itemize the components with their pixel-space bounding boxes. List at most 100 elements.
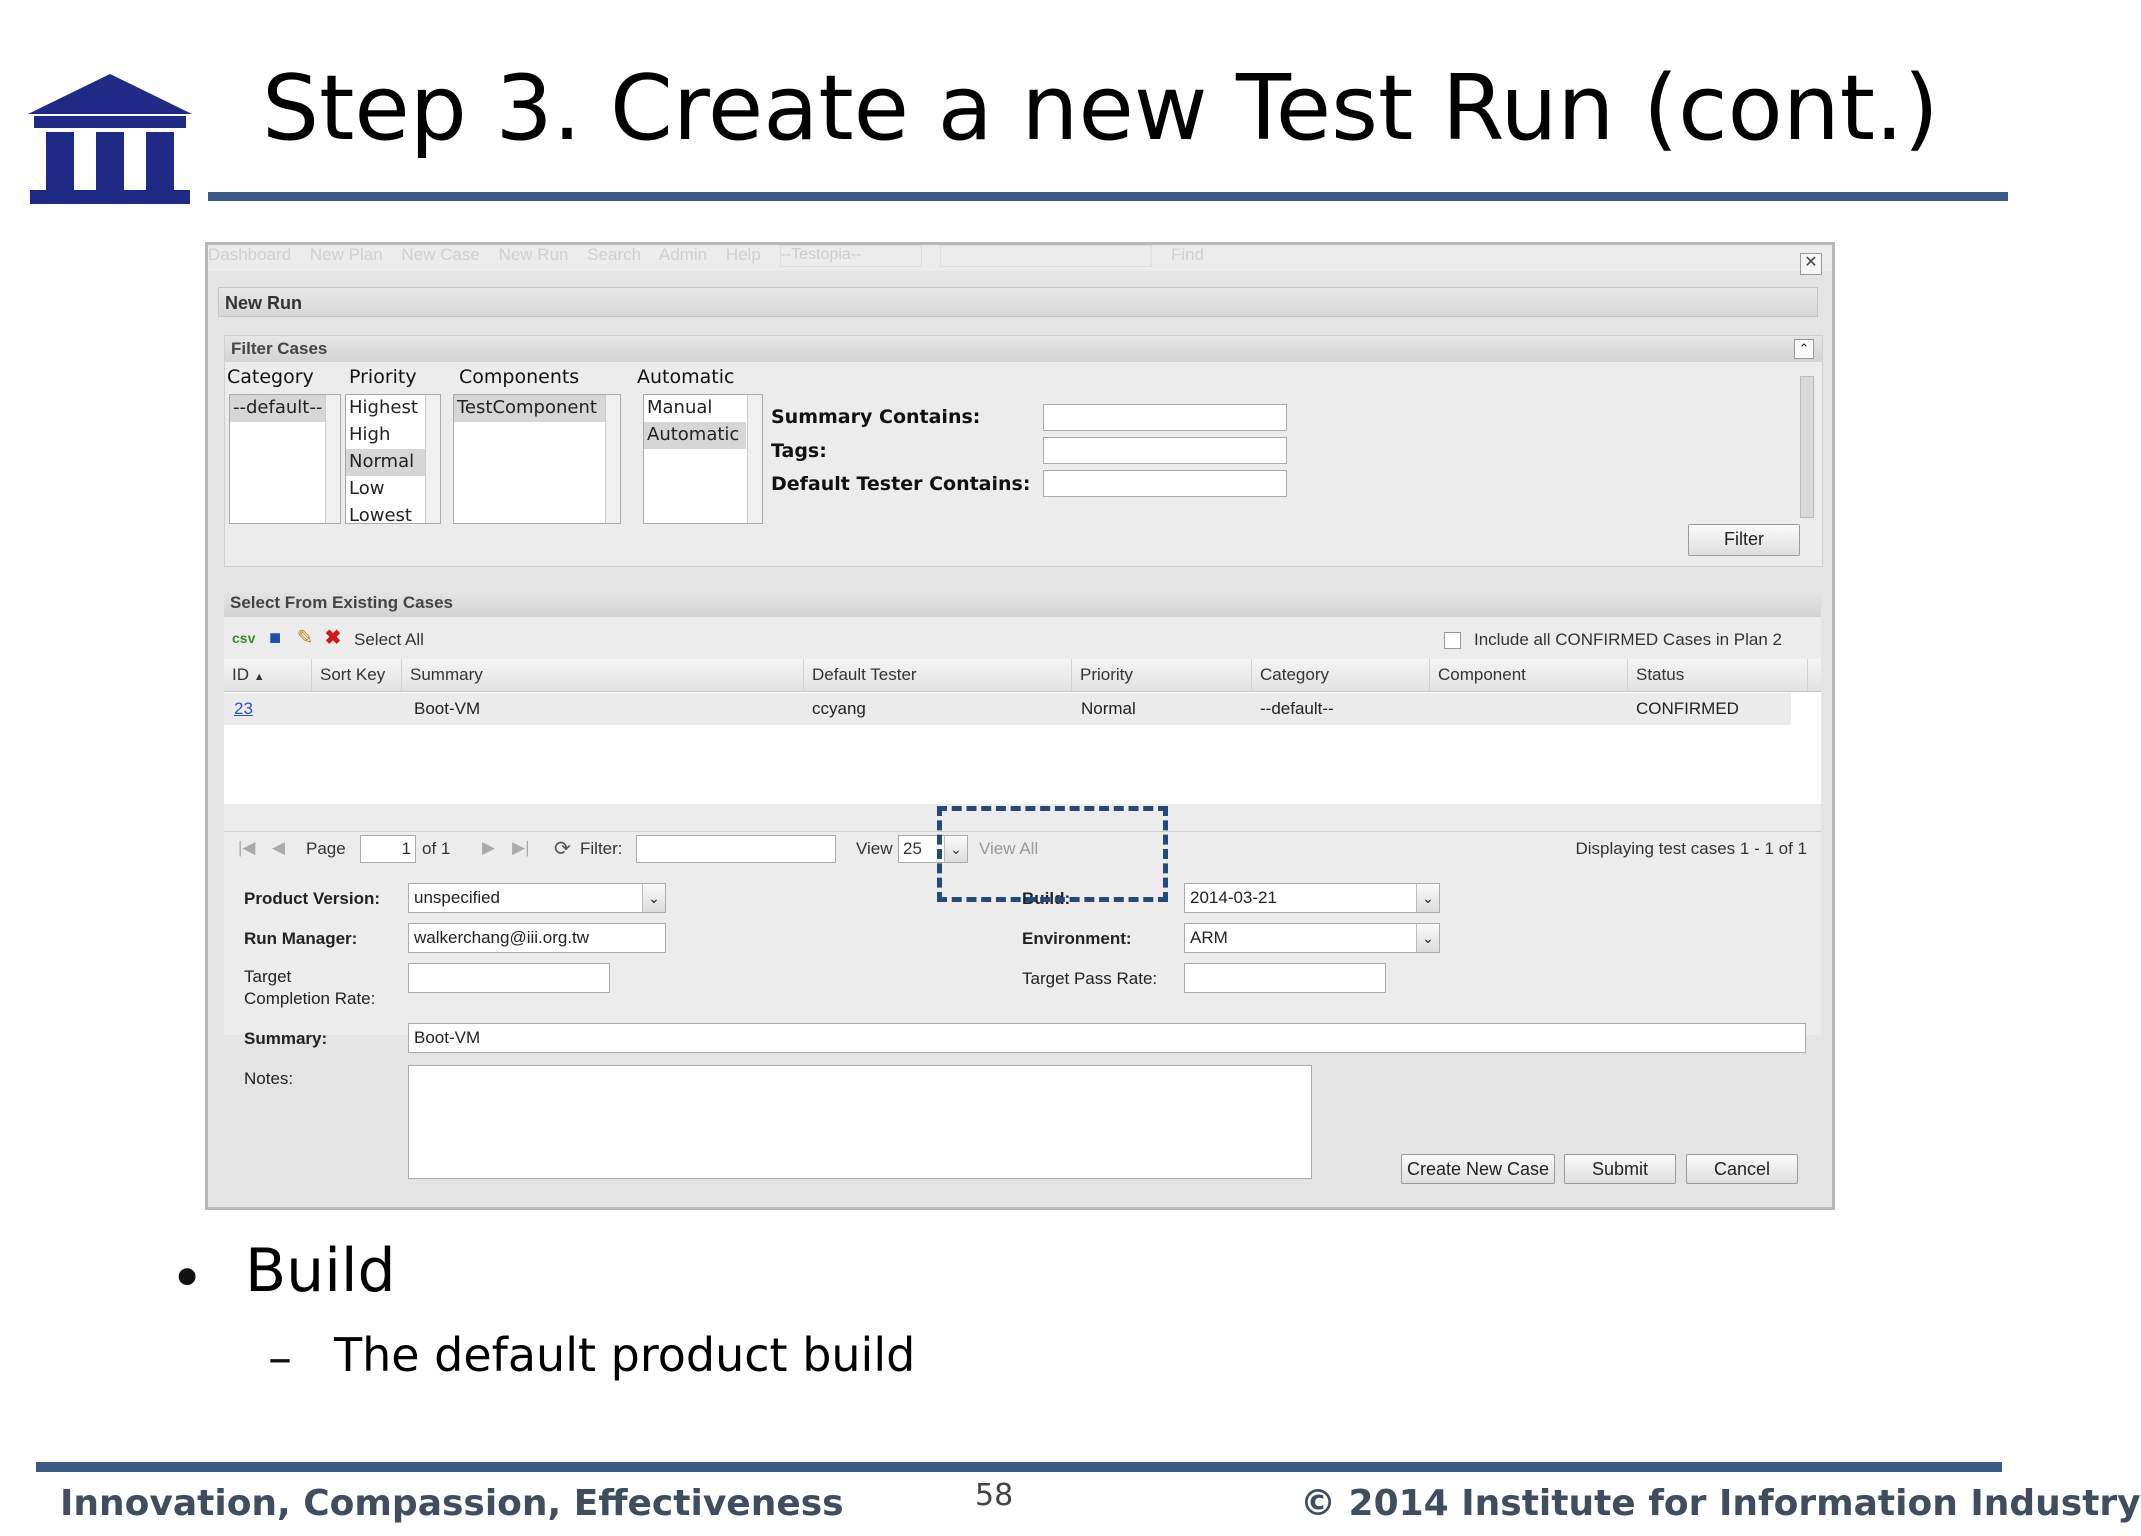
summary-label: Summary:	[244, 1029, 328, 1048]
menu-search[interactable]: Search	[587, 245, 642, 265]
run-manager-label: Run Manager:	[244, 929, 358, 948]
new-run-title: New Run	[218, 287, 1818, 317]
csv-export-icon[interactable]: csv	[232, 630, 256, 646]
include-confirmed-checkbox[interactable]	[1444, 632, 1461, 649]
priority-option[interactable]: High	[349, 424, 391, 445]
edit-pencil-icon[interactable]: ✎	[296, 627, 314, 649]
automatic-listbox[interactable]: Manual Automatic	[643, 394, 763, 524]
target-pass-rate-label: Target Pass Rate:	[1022, 969, 1158, 988]
find-input[interactable]	[940, 245, 1153, 267]
build-select[interactable]: 2014-03-21 ⌄	[1184, 883, 1440, 913]
column-header-component[interactable]: Component	[1430, 659, 1628, 691]
target-completion-label-line2: Completion Rate:	[244, 989, 376, 1008]
pager-filter-input[interactable]	[636, 835, 836, 863]
category-listbox[interactable]: --default--	[229, 394, 341, 524]
last-page-icon[interactable]: ▶|	[512, 838, 530, 857]
components-option[interactable]: TestComponent	[454, 395, 605, 422]
create-new-case-button[interactable]: Create New Case	[1401, 1154, 1555, 1184]
product-select[interactable]: --Testopia--	[779, 245, 922, 267]
run-manager-input[interactable]: walkerchang@iii.org.tw	[408, 923, 666, 953]
default-tester-input[interactable]	[1043, 470, 1287, 497]
filter-cases-header: Filter Cases	[225, 336, 1822, 362]
page-label: Page	[306, 839, 346, 858]
environment-value: ARM	[1190, 928, 1228, 947]
filter-button[interactable]: Filter	[1688, 524, 1800, 556]
components-scrollbar[interactable]	[605, 395, 620, 523]
chevron-down-icon: ⌄	[1416, 884, 1439, 912]
existing-cases-panel: Select From Existing Cases csv ■ ✎ ✖ Sel…	[224, 589, 1821, 1179]
column-header-priority[interactable]: Priority	[1072, 659, 1252, 691]
priority-option[interactable]: Lowest	[349, 505, 412, 526]
delete-icon[interactable]: ✖	[324, 627, 342, 649]
column-header-sort-key[interactable]: Sort Key	[312, 659, 402, 691]
column-header-default-tester[interactable]: Default Tester	[804, 659, 1072, 691]
automatic-option[interactable]: Manual	[647, 397, 713, 418]
priority-listbox[interactable]: Highest High Normal Low Lowest	[345, 394, 441, 526]
view-count-select[interactable]: 25 ⌄	[898, 835, 968, 863]
menu-new-case[interactable]: New Case	[401, 245, 480, 265]
menu-new-run[interactable]: New Run	[498, 245, 569, 265]
priority-label: Priority	[349, 366, 417, 388]
page-number: 58	[975, 1478, 1014, 1513]
environment-select[interactable]: ARM⌄	[1184, 923, 1440, 953]
refresh-icon[interactable]: ⟳	[554, 838, 571, 860]
view-all-link[interactable]: View All	[979, 839, 1039, 858]
column-header-id[interactable]: ID ▲	[224, 659, 312, 691]
chevron-down-icon: ⌄	[944, 836, 967, 862]
notes-textarea[interactable]	[408, 1065, 1312, 1179]
column-header-status[interactable]: Status	[1628, 659, 1808, 691]
filter-scrollbar[interactable]	[1800, 376, 1814, 518]
next-page-icon[interactable]: ▶	[482, 838, 496, 857]
priority-option[interactable]: Low	[349, 478, 385, 499]
title-divider	[208, 192, 2008, 201]
category-scrollbar[interactable]	[325, 395, 340, 523]
summary-contains-input[interactable]	[1043, 404, 1287, 431]
priority-option[interactable]: Highest	[349, 397, 418, 418]
category-label: Category	[227, 366, 314, 388]
cancel-button[interactable]: Cancel	[1686, 1154, 1798, 1184]
menu-help[interactable]: Help	[725, 245, 761, 265]
save-icon[interactable]: ■	[268, 627, 282, 649]
view-count-value: 25	[903, 839, 922, 858]
app-menu-bar: Dashboard New Plan New Case New Run Sear…	[208, 245, 1832, 271]
priority-scrollbar[interactable]	[425, 395, 440, 523]
automatic-scrollbar[interactable]	[747, 395, 762, 523]
components-listbox[interactable]: TestComponent	[453, 394, 621, 524]
sort-asc-icon: ▲	[253, 671, 265, 683]
components-label: Components	[459, 366, 580, 388]
view-label: View	[856, 839, 893, 858]
table-row[interactable]: 23 Boot-VM ccyang Normal --default-- CON…	[224, 693, 1791, 725]
submit-button[interactable]: Submit	[1564, 1154, 1676, 1184]
summary-input[interactable]: Boot-VM	[408, 1023, 1806, 1053]
column-header-category[interactable]: Category	[1252, 659, 1430, 691]
footer-copyright: © 2014 Institute for Information Industr…	[1300, 1483, 2141, 1524]
column-header-summary[interactable]: Summary	[402, 659, 804, 691]
sub-bullet-dash-icon: –	[268, 1330, 292, 1386]
bullet-main: Build	[245, 1236, 396, 1306]
page-number-input[interactable]: 1	[360, 835, 416, 863]
automatic-option[interactable]: Automatic	[644, 422, 746, 449]
build-value: 2014-03-21	[1190, 888, 1277, 907]
menu-dashboard[interactable]: Dashboard	[208, 245, 292, 265]
tags-input[interactable]	[1043, 437, 1287, 464]
display-count-text: Displaying test cases 1 - 1 of 1	[1575, 839, 1807, 858]
iii-logo	[28, 74, 192, 204]
target-pass-rate-input[interactable]	[1184, 963, 1386, 993]
case-id-link[interactable]: 23	[234, 699, 253, 718]
priority-option[interactable]: Normal	[346, 449, 440, 476]
pagination-bar: |◀ ◀ Page 1 of 1 ▶ ▶| ⟳ Filter: View 25⌄…	[224, 831, 1821, 866]
cell-default-tester: ccyang	[812, 699, 866, 718]
close-icon[interactable]: ✕	[1800, 253, 1822, 275]
find-button[interactable]: Find	[1170, 245, 1205, 265]
collapse-icon[interactable]: ⌃	[1794, 339, 1814, 359]
product-version-select[interactable]: unspecified⌄	[408, 883, 666, 913]
menu-new-plan[interactable]: New Plan	[309, 245, 383, 265]
menu-admin[interactable]: Admin	[658, 245, 708, 265]
category-option[interactable]: --default--	[230, 395, 340, 422]
first-page-icon[interactable]: |◀	[238, 838, 256, 857]
select-all-button[interactable]: Select All	[354, 630, 424, 649]
target-completion-input[interactable]	[408, 963, 610, 993]
prev-page-icon[interactable]: ◀	[272, 838, 286, 857]
footer-slogan: Innovation, Compassion, Effectiveness	[60, 1483, 844, 1524]
build-highlight-box	[937, 806, 1168, 902]
